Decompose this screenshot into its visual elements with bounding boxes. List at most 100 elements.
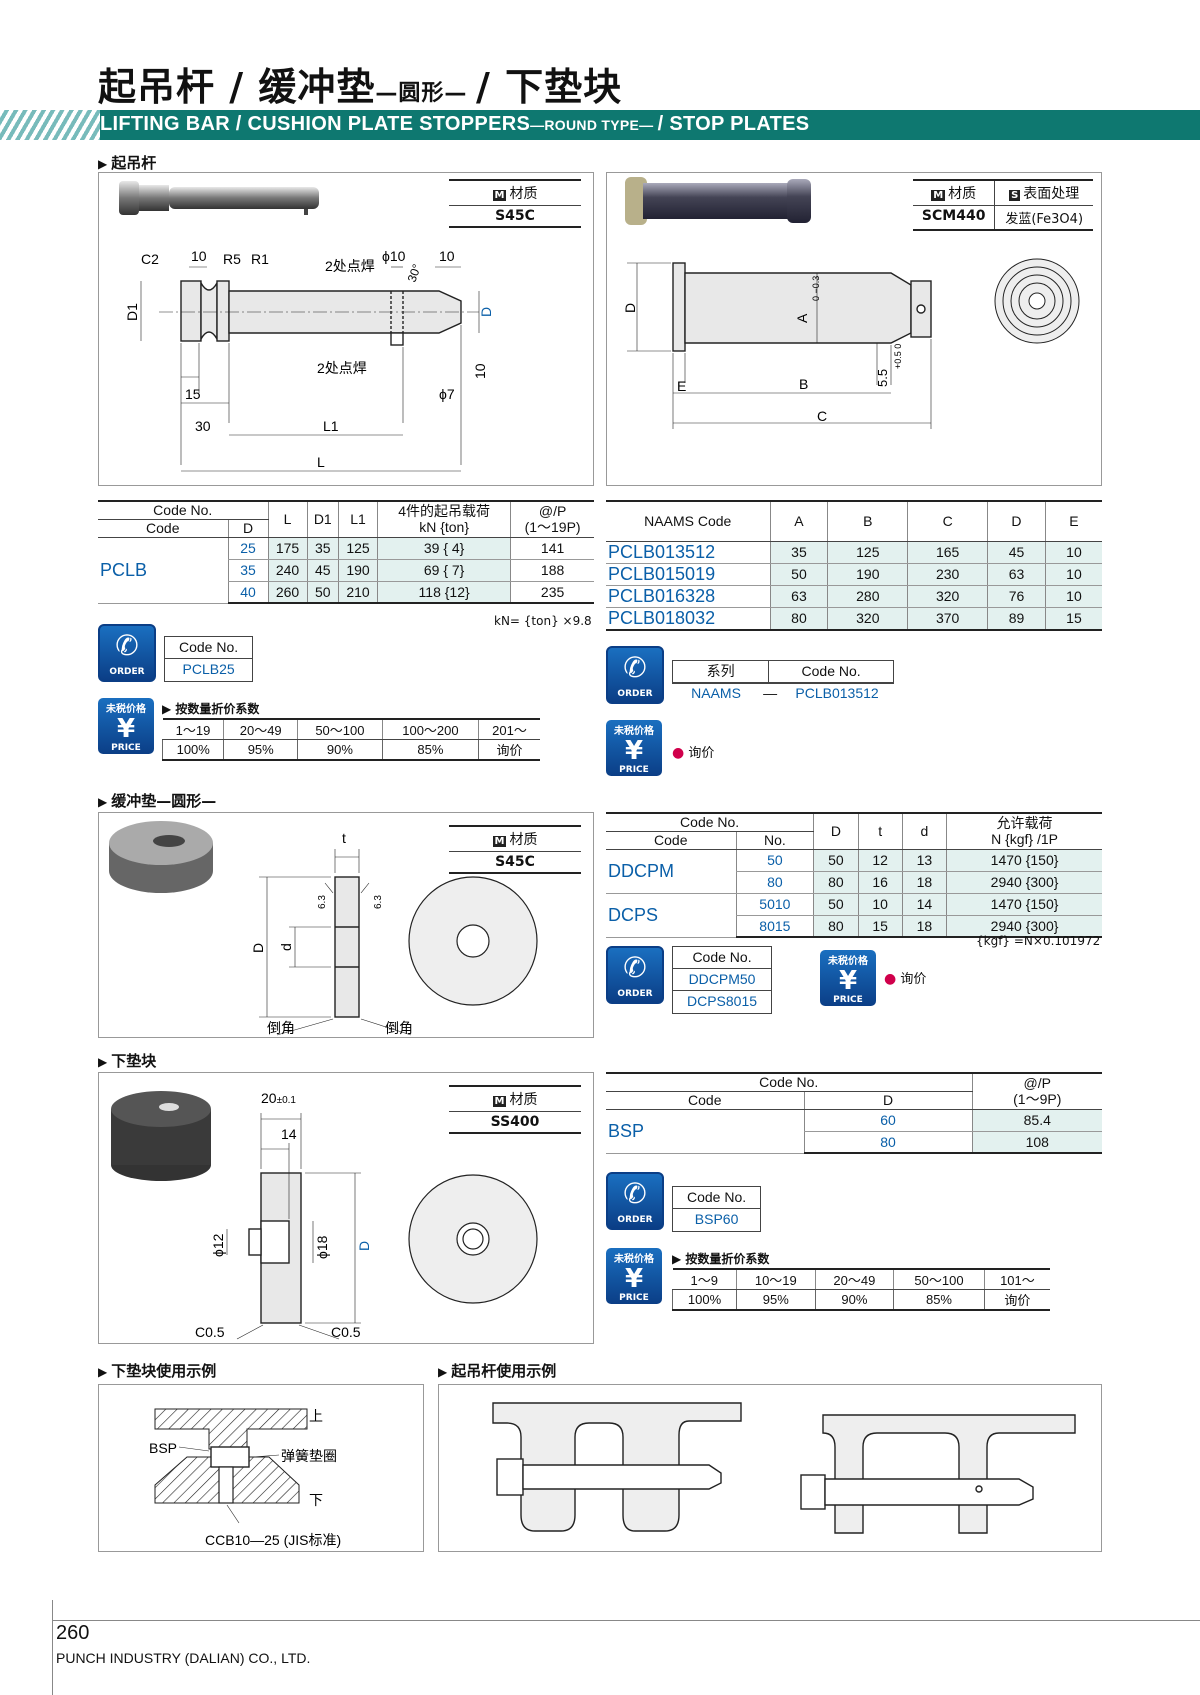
naams-profile — [672, 262, 932, 352]
lift-example-drawing — [492, 1402, 1076, 1534]
pclb-disc-title: ▶ 按数量折价系数 — [162, 702, 260, 716]
dim-d: D — [478, 307, 494, 317]
stop-plate-photo — [111, 1091, 211, 1181]
cushion-code-ddcpm: DDCPM — [606, 849, 736, 894]
stop-dim-phi12: ϕ12 — [210, 1233, 226, 1257]
page-title: 起吊杆 / 缓冲垫—圆形— / 下垫块 — [98, 65, 623, 109]
naams-dim-c: C — [817, 408, 827, 424]
dim-15: 15 — [185, 386, 201, 402]
dim-30: 30 — [195, 418, 211, 434]
material-icon: M — [492, 836, 507, 847]
pclb-note: kN= {ton} ×9.8 — [494, 614, 592, 628]
dim-l: L — [317, 454, 325, 470]
cushion-order-code: Code No. DDCPM50 DCPS8015 — [672, 946, 773, 1014]
naams-price-badge: 未税价格 ¥ PRICE — [606, 720, 662, 776]
cushion-chamfer-1: 倒角 — [267, 1020, 295, 1036]
cushion-dim-t: t — [342, 830, 346, 846]
bsp-disc-title: ▶ 按数量折价系数 — [672, 1252, 770, 1266]
pclb-order-button[interactable]: ✆ ORDER — [98, 624, 156, 682]
stop-dim-14: 14 — [281, 1126, 297, 1142]
dim-c2: C2 — [141, 251, 159, 267]
surface-icon: S — [1009, 190, 1021, 201]
naams-dim-a: A — [794, 313, 810, 323]
yen-icon: ¥ — [116, 714, 136, 744]
naams-dim-e: E — [677, 378, 686, 394]
phone-icon: ✆ — [623, 1177, 647, 1210]
lifting-bar-photo — [119, 181, 319, 215]
naams-inquiry: ● 询价 — [672, 745, 715, 761]
lifting-bar-drawing: C2 10 R5 R1 ϕ10 10 2处点焊 30° D1 D 2处点焊 10… — [119, 181, 494, 472]
bsp-part — [210, 1446, 250, 1468]
dim-d1: D1 — [124, 303, 140, 321]
info-icon: ● — [884, 971, 897, 987]
stop-plate-drawing: 20±0.1 14 ϕ12 ϕ18 D C0.5 C0.5 — [111, 1090, 538, 1340]
page-number: 260 — [56, 1622, 90, 1644]
weld-top-label: 2处点焊 — [325, 258, 375, 274]
bolt-part — [218, 1466, 234, 1504]
phone-icon: ✆ — [623, 651, 647, 684]
example-bsp: BSP — [149, 1440, 177, 1456]
dim-10b: 10 — [439, 248, 455, 264]
pclb-order-code: Code No. PCLB25 — [164, 636, 254, 682]
bsp-table: Code No. @/P(1～9P) Code D BSP 60 85.4 80… — [606, 1072, 1102, 1154]
cushion-price-badge: 未税价格 ¥ PRICE — [820, 950, 876, 1006]
footer-vline — [52, 1600, 53, 1695]
banner-title-en: LIFTING BAR / CUSHION PLATE STOPPERS—ROU… — [100, 113, 810, 135]
material-icon: M — [931, 190, 946, 201]
material-icon: M — [492, 190, 507, 201]
naams-photo — [625, 177, 811, 225]
lift-example-left — [492, 1402, 742, 1532]
section-stop-plate: 下垫块 — [98, 1050, 156, 1071]
cushion-dim-dd: d — [278, 943, 294, 951]
material-icon: M — [492, 1096, 507, 1107]
dim-10a: 10 — [191, 248, 207, 264]
cushion-order-button[interactable]: ✆ ORDER — [606, 946, 664, 1004]
phone-icon: ✆ — [115, 629, 139, 662]
naams-dim-a-tol: 0 −0.3 — [811, 276, 821, 301]
dim-l1: L1 — [323, 418, 339, 434]
naams-dim-55-tol: +0.5 0 — [893, 344, 903, 369]
stop-dim-phi18: ϕ18 — [314, 1235, 330, 1259]
example-lower: 下 — [309, 1492, 323, 1508]
section-lifting-bar: 起吊杆 — [98, 152, 156, 173]
stop-plate-front-view — [408, 1174, 538, 1304]
cushion-note: {kgf} =N×0.101972 — [976, 934, 1101, 948]
naams-dim-d: D — [622, 303, 638, 313]
title-banner — [0, 110, 1200, 140]
section-stop-example: 下垫块使用示例 — [98, 1360, 216, 1381]
stop-dim-c05b: C0.5 — [331, 1324, 361, 1340]
example-bolt: CCB10—25 (JIS标准) — [205, 1532, 341, 1548]
section-lift-example: 起吊杆使用示例 — [438, 1360, 556, 1381]
cushion-side-view — [334, 876, 360, 1018]
bsp-code: BSP — [606, 1109, 804, 1154]
naams-end-view — [994, 258, 1080, 344]
yen-icon: ¥ — [838, 966, 858, 996]
cushion-rough-2: 6.3 — [373, 895, 384, 909]
naams-dim-b: B — [799, 376, 808, 392]
naams-dim-55: 5.5 — [875, 369, 890, 387]
cushion-drawing: t D d 6.3 6.3 倒角 倒角 — [109, 821, 538, 1036]
section-cushion: 缓冲垫—圆形— — [98, 790, 216, 811]
lift-example-box — [438, 1384, 1102, 1552]
bsp-order-button[interactable]: ✆ ORDER — [606, 1172, 664, 1230]
cushion-code-dcps: DCPS — [606, 893, 736, 938]
pclb-code: PCLB — [98, 537, 228, 604]
weld-bottom-label: 2处点焊 — [317, 360, 367, 376]
lifting-bar-drawing-box: C2 10 R5 R1 ϕ10 10 2处点焊 30° D1 D 2处点焊 10… — [98, 172, 594, 486]
footer-divider — [52, 1620, 1200, 1621]
info-icon: ● — [672, 745, 685, 761]
dim-r1: R1 — [251, 251, 269, 267]
example-upper: 上 — [309, 1408, 323, 1424]
banner-stripes — [0, 110, 100, 140]
naams-order-button[interactable]: ✆ ORDER — [606, 646, 664, 704]
dim-phi7: ϕ7 — [439, 386, 455, 402]
cushion-front-view — [408, 876, 538, 1006]
cushion-inquiry: ● 询价 — [884, 971, 927, 987]
